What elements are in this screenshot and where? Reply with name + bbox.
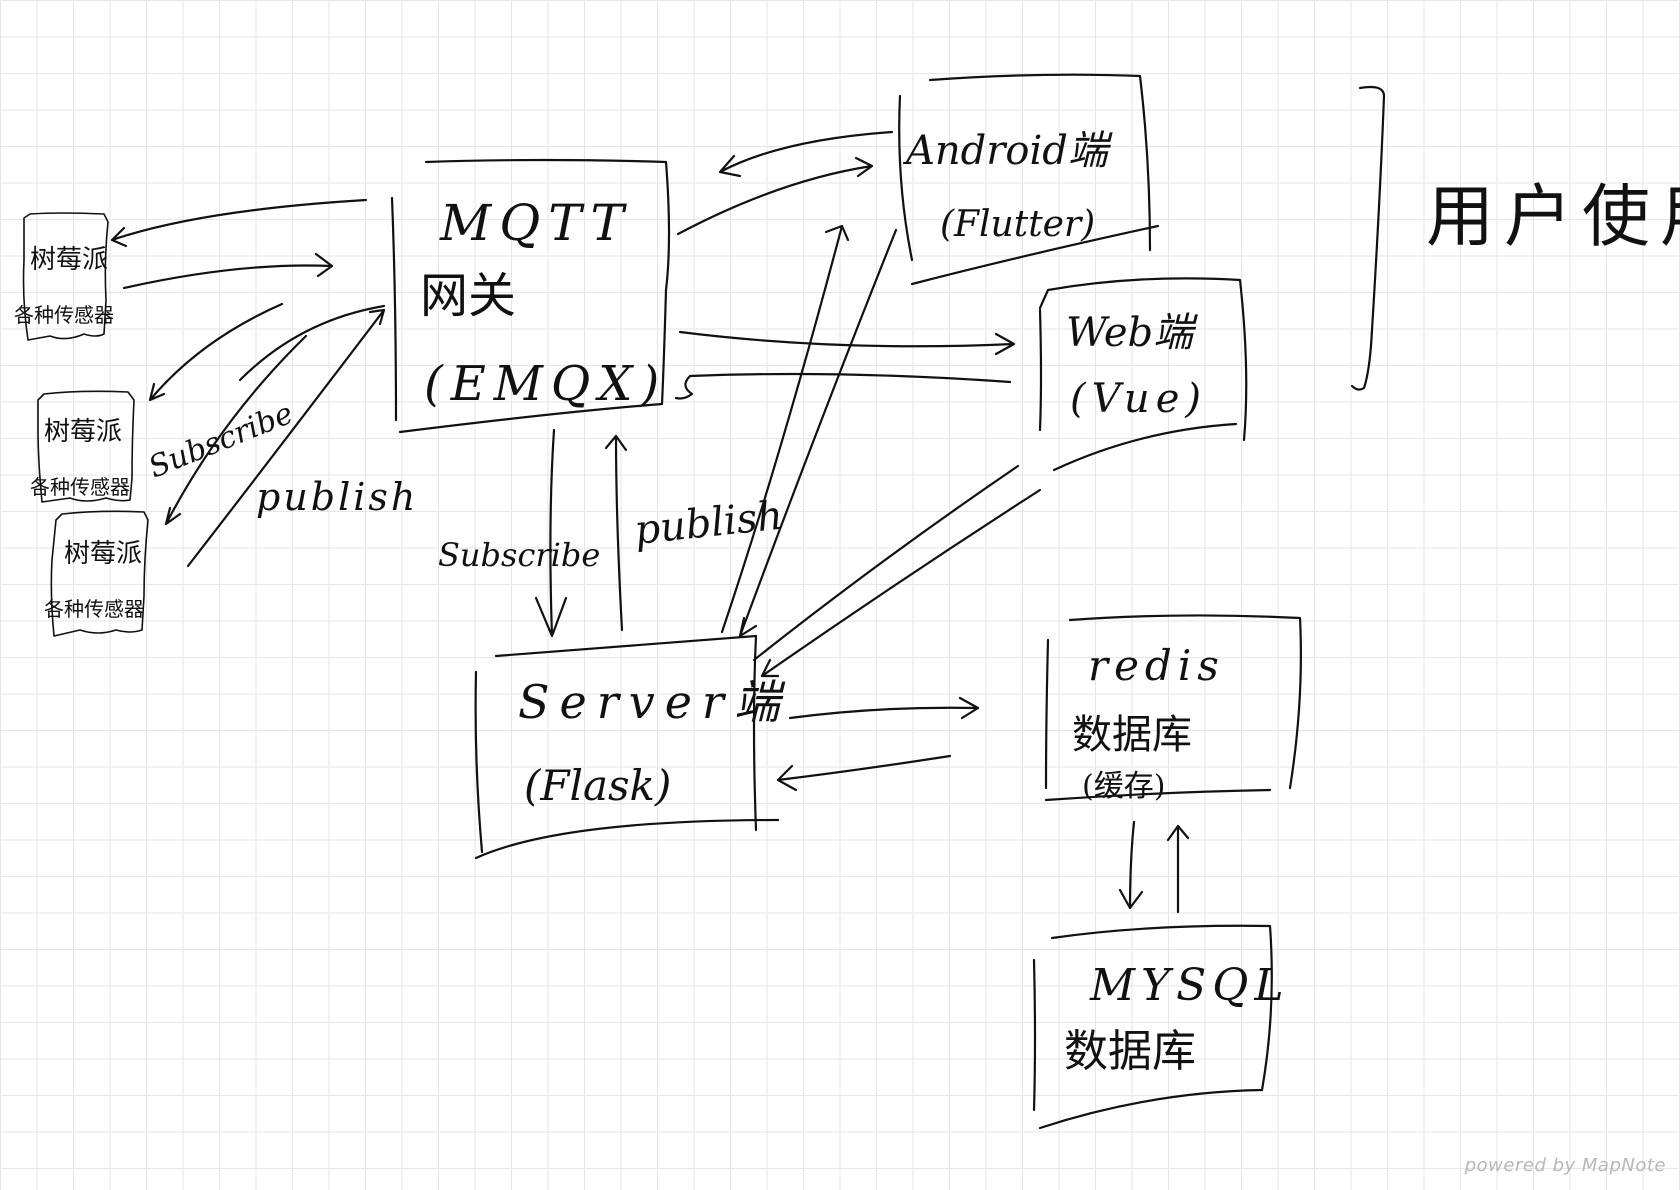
sensor-node-2-line2: 各种传感器 <box>30 475 130 499</box>
web-to-server-arrow <box>760 488 1042 678</box>
server-to-mqtt-publish-arrow <box>604 434 628 632</box>
server-node: Server端 (Flask) <box>474 634 790 860</box>
subscribe-to-sensors-arrow <box>164 334 308 526</box>
redis-to-server-arrow <box>776 754 952 792</box>
watermark: powered by MapNote <box>1464 1155 1666 1176</box>
sensor-node-2-line1: 树莓派 <box>44 417 122 447</box>
sensors-publish-arrow <box>186 308 386 568</box>
user-use-group: 用户使用 <box>1350 85 1680 391</box>
redis-line1: redis <box>1088 641 1225 690</box>
sensors-publish-label: publish <box>256 475 418 519</box>
mqtt-gateway-line3: (EMQX) <box>424 356 667 412</box>
server-to-redis-arrow <box>788 696 980 720</box>
android-client-line1: Android端 <box>902 128 1113 174</box>
mqtt-gateway-line1: MQTT <box>439 194 632 252</box>
redis-line3: (缓存) <box>1082 769 1165 804</box>
server-subscribe-label: Subscribe <box>438 536 600 574</box>
server-line2: (Flask) <box>524 761 671 810</box>
redis-box <box>1044 614 1302 802</box>
sensor-node-2: 树莓派 各种传感器 <box>30 390 135 503</box>
sensor-node-3-box <box>50 510 149 637</box>
mysql-box <box>1032 924 1273 1130</box>
sensor-node-3-line2: 各种传感器 <box>44 597 144 621</box>
server-box <box>474 634 780 860</box>
sensor-mqtt-connectors: Subscribe publish <box>110 198 418 568</box>
sensor-node-2-box <box>37 390 135 503</box>
sensor-node-1-line2: 各种传感器 <box>14 303 114 327</box>
mqtt-gateway-box <box>390 158 671 434</box>
web-client-box <box>1038 277 1248 472</box>
mqtt-to-sensor2-arrow <box>148 302 284 402</box>
mqtt-to-server-subscribe-arrow <box>534 428 568 638</box>
server-client-connectors <box>720 224 1042 678</box>
server-line1: Server端 <box>518 675 790 729</box>
android-to-mqtt-arrow <box>718 130 894 178</box>
sensor-node-3-line1: 树莓派 <box>64 539 142 569</box>
android-client-line2: (Flutter) <box>940 204 1095 245</box>
mysql-node: MYSQL 数据库 <box>1032 924 1290 1130</box>
android-client-box <box>898 73 1160 286</box>
server-publish-label: publish <box>632 493 785 554</box>
redis-mysql-connectors <box>1118 820 1190 914</box>
mqtt-gateway-line2: 网关 <box>420 268 516 324</box>
redis-node: redis 数据库 (缓存) <box>1044 614 1302 804</box>
android-client-node: Android端 (Flutter) <box>898 73 1160 286</box>
sensor-node-1-box <box>22 212 109 341</box>
web-client-node: Web端 (Vue) <box>1038 277 1248 472</box>
mqtt-gateway-node: MQTT 网关 (EMQX) <box>390 158 671 434</box>
mysql-to-redis-arrow <box>1166 824 1190 914</box>
mqtt-server-connectors: Subscribe publish <box>438 428 785 638</box>
web-client-line1: Web端 <box>1066 310 1198 356</box>
sensors-subscribe-label: Subscribe <box>144 396 298 485</box>
mqtt-to-web-arrow <box>678 330 1016 356</box>
sensor-node-1-line1: 树莓派 <box>30 245 108 275</box>
mqtt-to-sensor1-arrow <box>110 198 368 248</box>
redis-to-mysql-arrow <box>1118 820 1144 910</box>
redis-line2: 数据库 <box>1072 712 1192 758</box>
web-to-mqtt-arrow <box>674 372 1012 400</box>
server-to-web-arrow <box>752 464 1020 662</box>
user-use-bracket <box>1350 85 1386 391</box>
sensor-node-1: 树莓派 各种传感器 <box>14 212 114 341</box>
mysql-line1: MYSQL <box>1089 960 1290 1011</box>
mqtt-to-android-arrow <box>676 156 874 236</box>
mysql-line2: 数据库 <box>1064 1026 1196 1077</box>
android-to-server-arrow <box>738 228 898 638</box>
server-redis-connectors <box>776 696 980 792</box>
sensors-publish-arrow-upper <box>238 304 386 382</box>
sensor1-to-mqtt-arrow <box>122 252 334 290</box>
sensor-node-3: 树莓派 各种传感器 <box>44 510 149 637</box>
user-use-label: 用户使用 <box>1426 178 1680 257</box>
mqtt-client-connectors <box>674 130 1016 400</box>
server-to-android-arrow <box>720 224 850 634</box>
web-client-line2: (Vue) <box>1070 376 1207 422</box>
